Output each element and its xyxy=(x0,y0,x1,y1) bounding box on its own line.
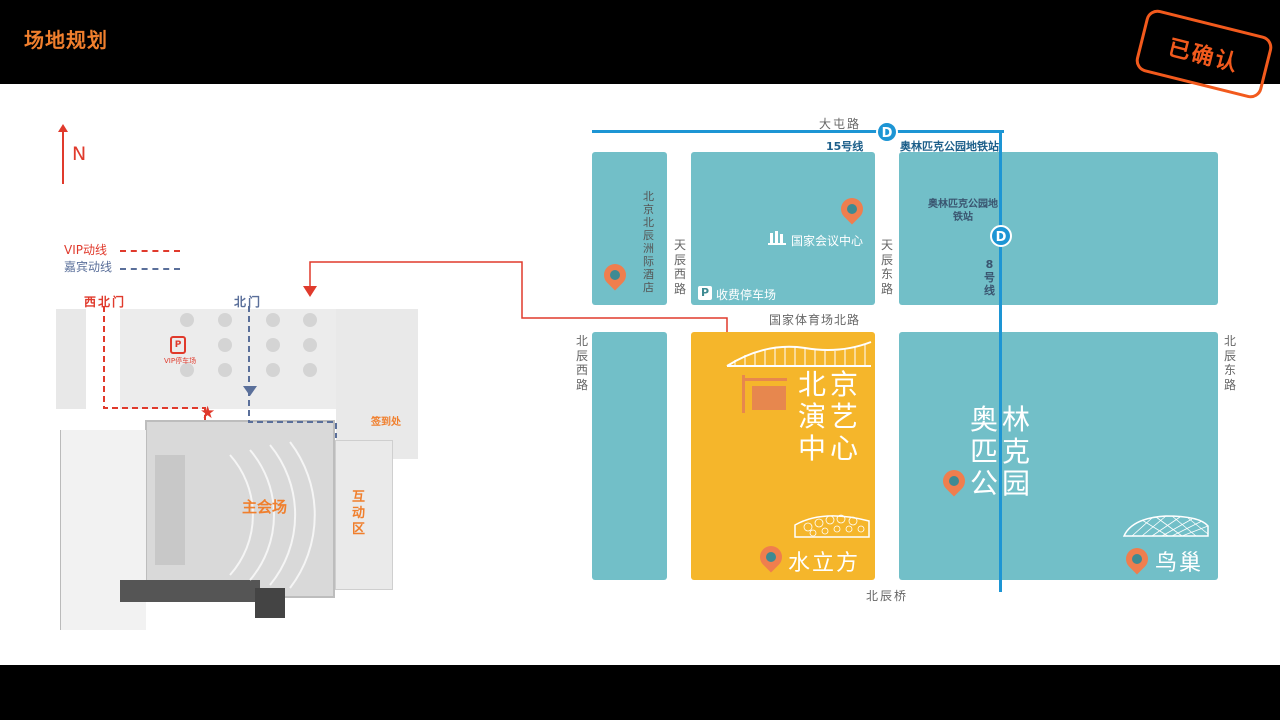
interactive-zone-label: 互动区 xyxy=(352,490,366,537)
legend-vip-label: VIP动线 xyxy=(64,243,107,257)
road-beichen-west: 北辰西路 xyxy=(575,334,588,392)
gate-northwest-label: 西北门 xyxy=(84,295,127,309)
metro-station-icon-top: D xyxy=(876,121,898,143)
block-west xyxy=(592,332,667,580)
south-block xyxy=(255,588,285,618)
arts-center-label: 北京演艺中心 xyxy=(798,368,863,465)
connector-arrow-icon xyxy=(303,286,317,297)
connector-line xyxy=(309,261,728,344)
parking-tables xyxy=(180,313,317,377)
gate-north-label: 北门 xyxy=(234,295,263,309)
block-arts-center xyxy=(691,332,875,580)
birds-nest-label: 鸟巢 xyxy=(1155,551,1204,576)
vip-parking-label: VIP停车场 xyxy=(164,357,197,365)
metro-line-15 xyxy=(592,130,1004,133)
footer-bar xyxy=(0,665,1280,720)
north-arrow-icon xyxy=(62,126,64,184)
metro-line-8-overlay xyxy=(999,152,1002,592)
arts-center-building-icon xyxy=(726,341,872,367)
road-beichen-bridge: 北辰桥 xyxy=(866,589,909,603)
auditorium-seating xyxy=(155,441,316,589)
block-conference xyxy=(691,152,875,305)
main-hall-label: 主会场 xyxy=(242,498,288,516)
road-beichen-east: 北辰东路 xyxy=(1223,334,1236,392)
road-tianchen-east: 天辰东路 xyxy=(880,238,893,296)
conference-label: 国家会议中心 xyxy=(791,234,864,248)
legend-guest-line xyxy=(120,268,180,270)
route-lines xyxy=(103,306,337,438)
header-bar xyxy=(0,0,1280,84)
parking-icon: P xyxy=(698,286,712,300)
conference-building-icon xyxy=(768,231,786,245)
legend-vip-line xyxy=(120,250,180,252)
signin-label: 签到处 xyxy=(371,417,401,428)
line15-label: 15号线 xyxy=(826,140,864,153)
water-cube-label: 水立方 xyxy=(788,551,861,576)
road-tianchen-west: 天辰西路 xyxy=(673,238,686,296)
arts-center-sign-icon xyxy=(742,375,745,413)
block-olympic-park xyxy=(899,332,1218,580)
water-cube-icon xyxy=(794,514,870,538)
interactive-zone-area xyxy=(335,440,393,590)
legend-guest-label: 嘉宾动线 xyxy=(64,260,113,274)
guest-arrow-icon xyxy=(243,386,257,396)
page-title: 场地规划 xyxy=(24,28,108,52)
west-strip xyxy=(56,309,86,409)
north-arrow-head-icon xyxy=(58,124,68,132)
metro-station-label: 奥林匹克公园地铁站 xyxy=(928,199,998,223)
hotel-label: 北京北辰洲际酒店 xyxy=(643,190,654,294)
block-metro xyxy=(899,152,1218,305)
arts-center-sign-panel xyxy=(752,386,786,410)
vip-parking-icon: P xyxy=(170,336,186,354)
metro-station-top-label: 奥林匹克公园地铁站 xyxy=(900,140,999,153)
metro-station-icon-overlay: D xyxy=(990,225,1012,247)
parking-label: 收费停车场 xyxy=(716,288,777,302)
vip-star-icon: ★ xyxy=(200,403,216,423)
line8-label: 8号线 xyxy=(984,258,995,297)
block-hotel xyxy=(592,152,667,305)
birds-nest-icon xyxy=(1122,515,1209,537)
road-datun: 大屯路 xyxy=(819,117,862,131)
arts-center-sign-board xyxy=(742,378,787,381)
olympic-park-label: 奥林匹克公园 xyxy=(970,403,1035,500)
south-corridor xyxy=(120,580,260,602)
compass-label: N xyxy=(72,143,87,165)
road-stadium-north: 国家体育场北路 xyxy=(769,313,861,327)
east-annex xyxy=(336,309,418,459)
